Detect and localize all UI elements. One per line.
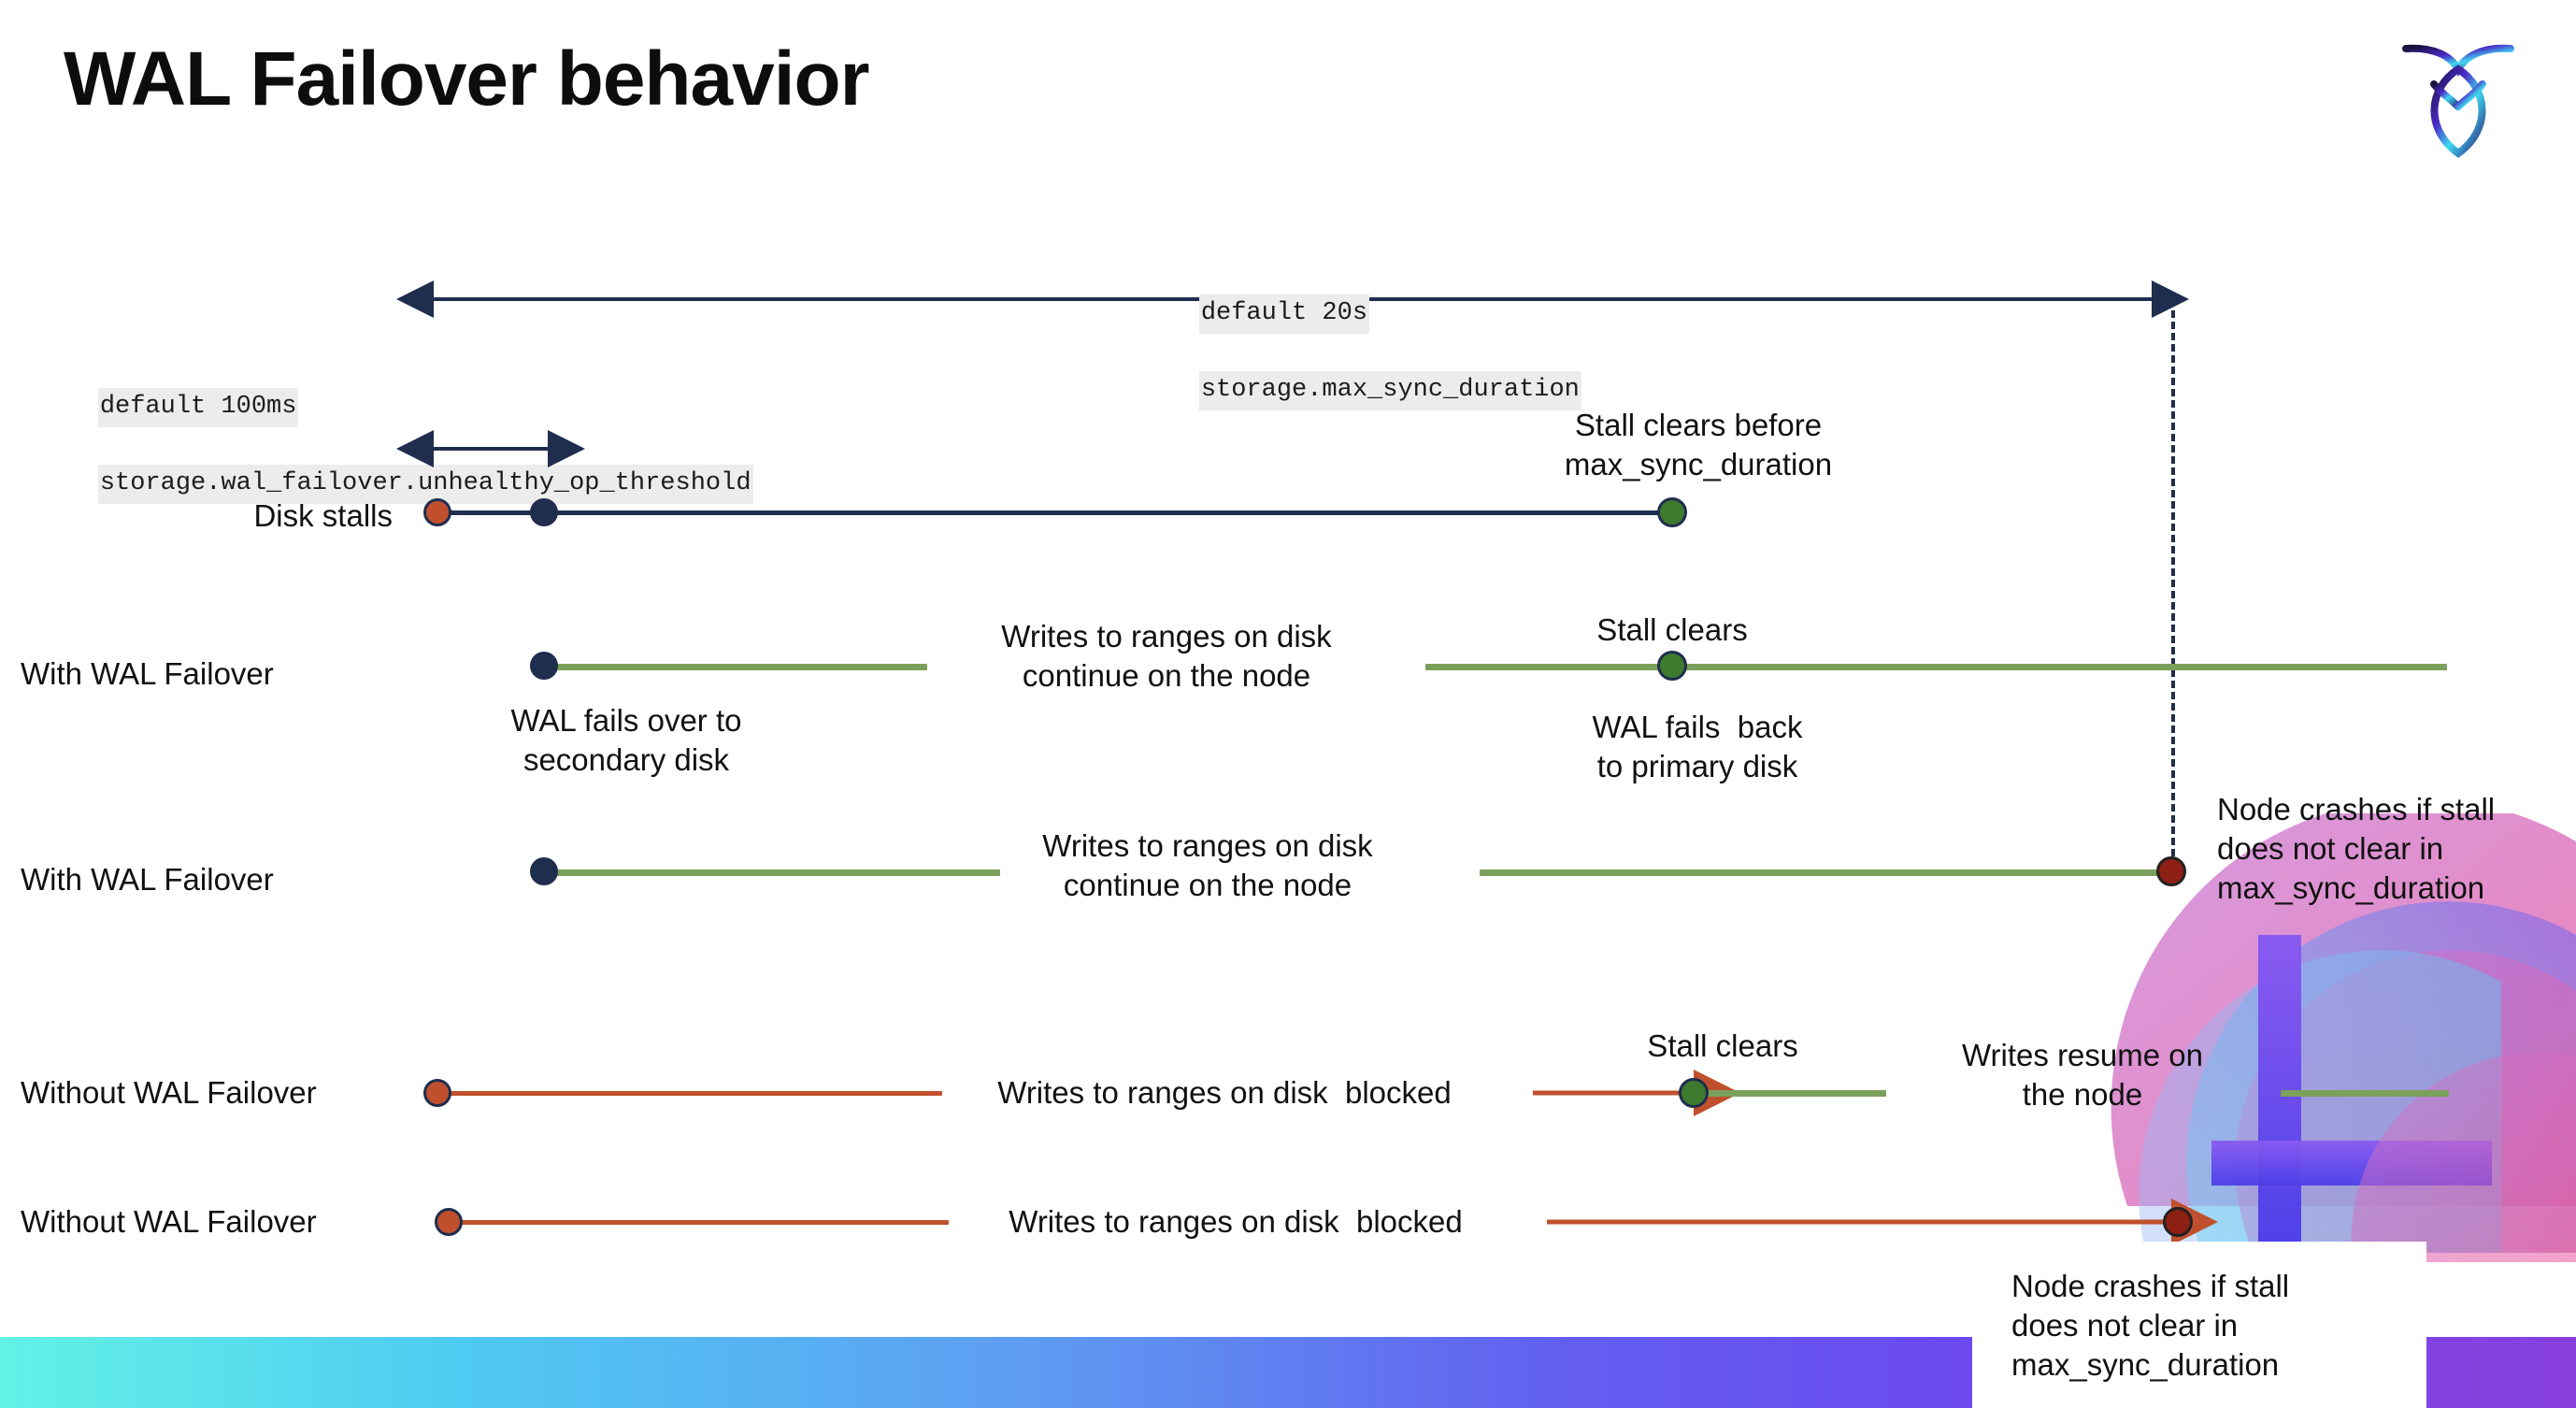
- unhealthy-setting-label: storage.wal_failover.unhealthy_op_thresh…: [97, 464, 753, 504]
- note-node-crashes-2: Node crashes if stall does not clear in …: [2011, 1269, 2290, 1383]
- note-writes-blocked-2: Writes to ranges on disk blocked: [1009, 1204, 1463, 1239]
- unhealthy-default-label: default 100ms: [97, 387, 299, 427]
- dot-failover-start-2: [530, 857, 558, 885]
- row-label-disk-stalls: Disk stalls: [253, 498, 393, 533]
- note-stall-clears-2: Stall clears: [1647, 1028, 1798, 1063]
- dot-stall-start: [423, 498, 451, 526]
- row-label-with-wal-failover-1: With WAL Failover: [21, 656, 274, 691]
- note-writes-resume: Writes resume on the node: [1962, 1038, 2203, 1113]
- dot-failover-start-1: [530, 652, 558, 680]
- unhealthy-threshold-annotation: default 100ms storage.wal_failover.unhea…: [37, 351, 753, 541]
- cockroachdb-logo: [2393, 28, 2524, 168]
- disk-stalls-timeline: [437, 510, 1673, 515]
- dot-stall-start-3: [435, 1208, 463, 1236]
- node-crash-callout-box: [1972, 1242, 2426, 1408]
- unhealthy-threshold-arrow: [396, 430, 585, 467]
- max-sync-default-label: default 20s: [1198, 294, 1370, 334]
- note-stall-clears-before: Stall clears before max_sync_duration: [1564, 408, 1833, 482]
- dot-stall-cleared: [1657, 497, 1687, 527]
- dot-stall-cleared-2: [1679, 1078, 1709, 1108]
- resume-line-1a: [1707, 1090, 1886, 1097]
- row-label-without-wal-failover-1: Without WAL Failover: [21, 1075, 317, 1110]
- wal-failover-line-2b: [1480, 869, 2171, 876]
- dot-node-crash-1: [2156, 856, 2186, 886]
- max-sync-setting-label: storage.max_sync_duration: [1198, 370, 1581, 410]
- wal-failover-line-1b: [1425, 664, 2447, 670]
- row-label-with-wal-failover-2: With WAL Failover: [21, 862, 274, 897]
- row-label-without-wal-failover-2: Without WAL Failover: [21, 1204, 317, 1239]
- dot-stall-start-2: [423, 1079, 451, 1107]
- note-node-crashes-1: Node crashes if stall does not clear in …: [2217, 792, 2496, 906]
- note-wal-fails-back: WAL fails back to primary disk: [1592, 710, 1803, 784]
- note-writes-continue-2: Writes to ranges on disk continue on the…: [1042, 828, 1373, 903]
- page-title: WAL Failover behavior: [64, 36, 870, 122]
- blocked-line-2a: [449, 1220, 949, 1225]
- wal-failover-line-1a: [544, 664, 927, 670]
- dot-threshold-reached: [530, 498, 558, 526]
- wal-failover-line-2a: [544, 869, 1000, 876]
- blocked-arrow-2: [1547, 1199, 2218, 1245]
- note-writes-blocked-1: Writes to ranges on disk blocked: [997, 1075, 1452, 1110]
- blocked-line-1a: [437, 1091, 942, 1096]
- max-sync-duration-annotation: default 20s storage.max_sync_duration: [1138, 257, 1581, 448]
- max-sync-dashed-guide: [2171, 299, 2175, 879]
- note-stall-clears-1: Stall clears: [1596, 612, 1748, 647]
- dot-stall-cleared-1: [1657, 651, 1687, 681]
- note-writes-continue-1: Writes to ranges on disk continue on the…: [1001, 619, 1332, 694]
- dot-node-crash-2: [2163, 1207, 2193, 1237]
- note-wal-fails-over: WAL fails over to secondary disk: [510, 703, 742, 778]
- resume-line-1b: [2281, 1090, 2449, 1097]
- blocked-arrow-1: [1533, 1070, 1740, 1116]
